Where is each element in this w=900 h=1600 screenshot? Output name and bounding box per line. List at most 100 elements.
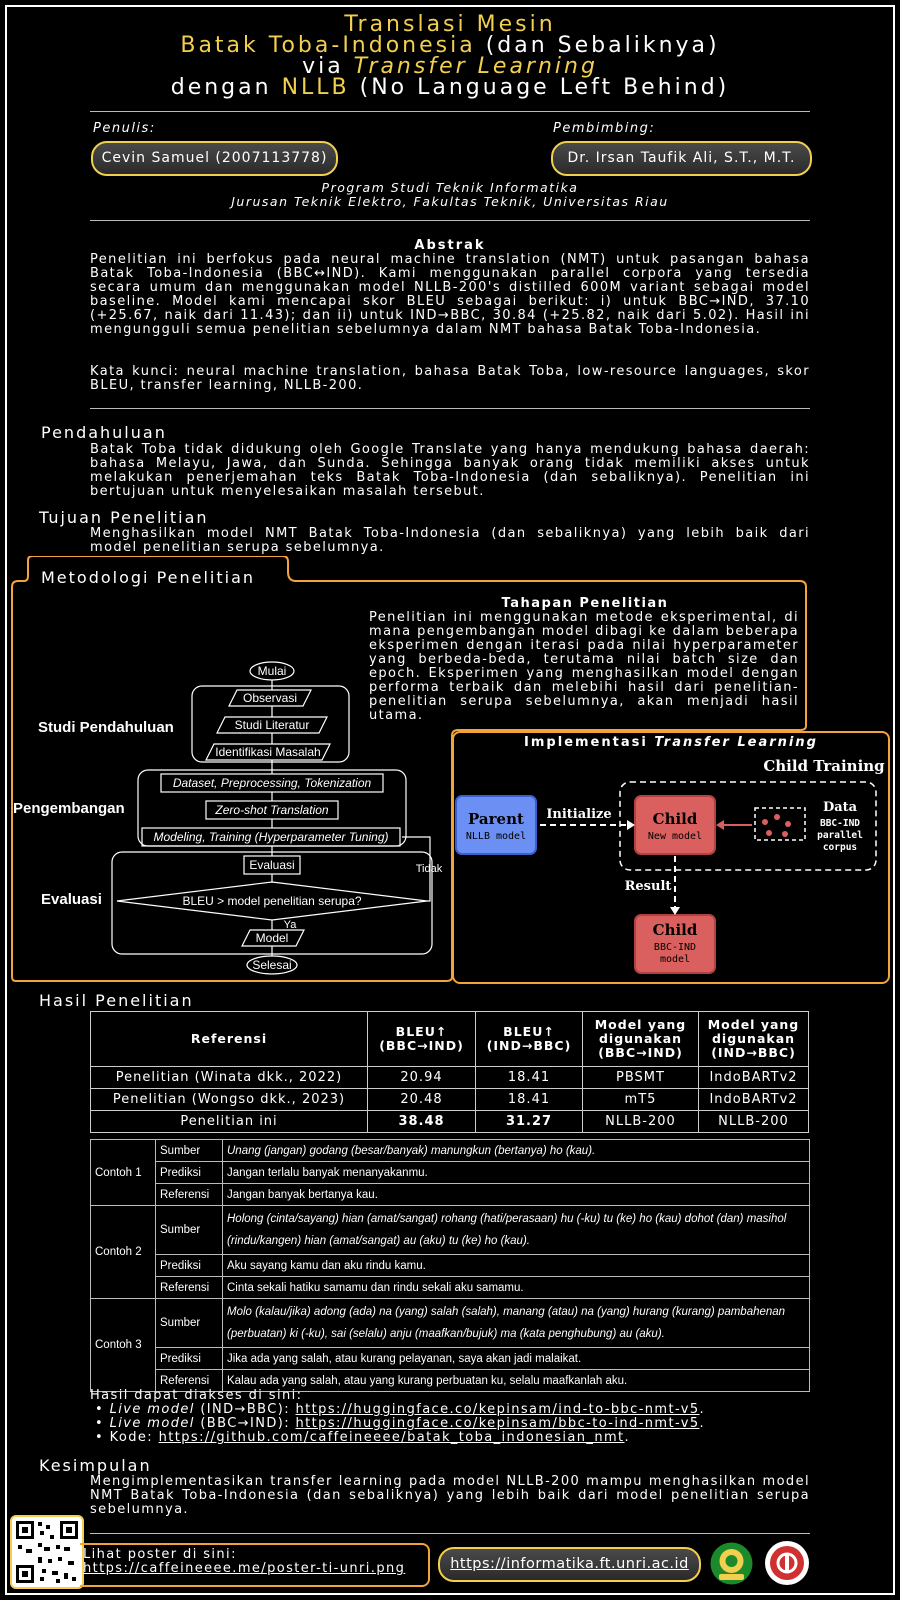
tl-heading: Implementasi Transfer Learning (452, 735, 890, 750)
example-sumber: Molo (kalau/jika) adong (ada) na (yang) … (222, 1298, 810, 1348)
table-row: Contoh 2 Sumber Holong (cinta/sayang) hi… (90, 1205, 810, 1299)
divider (90, 408, 810, 409)
header-text: (BBC→IND) (598, 1045, 683, 1060)
tl-data: Data (823, 800, 858, 815)
table-row: Penelitian ini 38.48 31.27 NLLB-200 NLLB… (90, 1110, 809, 1133)
title-line2a: Batak Toba-Indonesia (180, 33, 476, 58)
observasi-node (228, 689, 312, 707)
huggingface-ind-bbc-link[interactable]: https://huggingface.co/kepinsam/ind-to-b… (295, 1402, 700, 1417)
transfer-learning-diagram: Child Training Parent NLLB model Initial… (455, 757, 885, 974)
tl-heading-a: Implementasi (524, 735, 655, 750)
flow-dataset: Dataset, Preprocessing, Tokenization (173, 776, 372, 790)
site-link[interactable]: https://informatika.ft.unri.ac.id (450, 1556, 689, 1572)
divider (90, 111, 810, 112)
row-label: Referensi (155, 1183, 223, 1206)
abstract-heading: Abstrak (414, 238, 486, 253)
example-label: Contoh 1 (90, 1139, 156, 1206)
supervisor-pill: Dr. Irsan Taufik Ali, S.T., M.T. (551, 141, 812, 176)
example-label: Contoh 2 (90, 1205, 156, 1299)
parent-node (455, 795, 537, 855)
table-row: Prediksi Jangan terlalu banyak menanyaka… (91, 1161, 810, 1184)
table-row: Contoh 3 Sumber Molo (kalau/jika) adong … (90, 1298, 810, 1392)
row-label: Prediksi (155, 1161, 223, 1184)
example-sumber: Unang (jangan) godang (besar/banyak) man… (222, 1139, 810, 1162)
poster-url[interactable]: https://caffeineeee.me/poster-ti-unri.pn… (83, 1561, 406, 1576)
header-text: Model yang digunakan (594, 1017, 687, 1046)
poster-link-box (80, 1543, 430, 1587)
flow-group-evaluasi: Evaluasi (41, 891, 102, 908)
section-heading-tujuan: Tujuan Penelitian (39, 508, 209, 527)
title-line2b: (dan Sebaliknya) (475, 33, 720, 58)
section-heading-kesimpulan: Kesimpulan (39, 1456, 152, 1475)
table-cell: 18.41 (475, 1066, 583, 1089)
link-label-italic: Live model (109, 1416, 195, 1431)
table-cell: 31.27 (475, 1110, 583, 1133)
flow-modeling: Modeling, Training (Hyperparameter Tunin… (154, 830, 389, 844)
example-sumber: Holong (cinta/sayang) hian (amat/sangat)… (222, 1205, 810, 1255)
tl-parent: Parent (468, 810, 524, 828)
header-text: BLEU↑ (503, 1024, 555, 1039)
table-row: Penelitian (Winata dkk., 2022) 20.94 18.… (90, 1066, 809, 1089)
header-model-bbc-ind: Model yang digunakan(BBC→IND) (582, 1011, 699, 1067)
affiliation-line2: Jurusan Teknik Elektro, Fakultas Teknik,… (231, 194, 669, 209)
table-cell: 20.94 (367, 1066, 476, 1089)
section-heading-metodologi: Metodologi Penelitian (41, 568, 256, 587)
link-item: • Live model (IND→BBC): https://huggingf… (95, 1402, 706, 1417)
flow-identifikasi: Identifikasi Masalah (215, 745, 320, 759)
header-text: Model yang digunakan (707, 1017, 800, 1046)
huggingface-bbc-ind-link[interactable]: https://huggingface.co/kepinsam/bbc-to-i… (295, 1416, 700, 1431)
flowchart: Mulai Observasi Studi Literatur Identifi… (13, 661, 443, 975)
row-label: Sumber (155, 1205, 223, 1255)
affiliation-line1: Program Studi Teknik Informatika (321, 180, 579, 195)
flow-selesai: Selesai (252, 958, 291, 972)
header-referensi: Referensi (90, 1011, 368, 1067)
divider (90, 1533, 810, 1534)
header-bleu-bbc-ind: BLEU↑(BBC→IND) (367, 1011, 476, 1067)
link-end: . (624, 1430, 631, 1445)
example-prediksi: Aku sayang kamu dan aku rindu kamu. (222, 1254, 810, 1277)
tl-child-sub: New model (648, 831, 702, 842)
poster-frame (5, 5, 895, 1595)
poster-title: Translasi Mesin Batak Toba-Indonesia (da… (0, 14, 900, 99)
literatur-node (216, 716, 328, 734)
table-cell: 18.41 (475, 1088, 583, 1111)
poster-line1: Lihat poster di sini: (83, 1547, 237, 1562)
example-referensi: Jangan banyak bertanya kau. (222, 1183, 810, 1206)
table-row: Referensi Cinta sekali hatiku samamu dan… (91, 1276, 810, 1299)
table-row: Prediksi Jika ada yang salah, atau kuran… (91, 1347, 810, 1370)
flow-mulai: Mulai (258, 664, 287, 678)
site-pill: https://informatika.ft.unri.ac.id (438, 1547, 701, 1582)
table-row: Referensi Kalau ada yang salah, atau yan… (91, 1369, 810, 1392)
arrow-head (716, 820, 724, 830)
poster-link: Lihat poster di sini: https://caffeineee… (83, 1548, 405, 1576)
tl-result: Result (625, 879, 672, 894)
link-label: (BBC→IND): (194, 1416, 296, 1431)
row-label: Sumber (155, 1139, 223, 1162)
flow-group-studi: Studi Pendahuluan (38, 719, 174, 736)
model-node (241, 929, 305, 947)
examples-table: Contoh 1 Sumber Unang (jangan) godang (b… (90, 1139, 810, 1392)
links-list: • Live model (IND→BBC): https://huggingf… (95, 1403, 815, 1445)
table-header-row: Referensi BLEU↑(BBC→IND) BLEU↑(IND→BBC) … (90, 1011, 809, 1067)
tl-child2-sub1: BBC-IND (654, 942, 696, 953)
flow-model: Model (256, 931, 289, 945)
tl-data-sub1: BBC-IND (820, 818, 860, 829)
link-item: • Kode: https://github.com/caffeineeee/b… (95, 1430, 631, 1445)
example-prediksi: Jangan terlalu banyak menanyakanmu. (222, 1161, 810, 1184)
tl-heading-b: Transfer Learning (654, 735, 818, 750)
group-box (191, 685, 350, 763)
header-text: (IND→BBC) (486, 1038, 572, 1053)
link-end: . (699, 1402, 706, 1417)
header-text: (IND→BBC) (711, 1045, 796, 1060)
example-referensi: Kalau ada yang salah, atau yang kurang p… (222, 1369, 810, 1392)
abstract-text: Penelitian ini berfokus pada neural mach… (90, 252, 810, 337)
tl-parent-sub: NLLB model (466, 831, 526, 842)
kesimpulan-text: Mengimplementasikan transfer learning pa… (90, 1474, 810, 1517)
table-row: Prediksi Aku sayang kamu dan aku rindu k… (91, 1254, 810, 1277)
link-item: • Live model (BBC→IND): https://huggingf… (95, 1416, 706, 1431)
identifikasi-node (205, 743, 331, 761)
github-link[interactable]: https://github.com/caffeineeee/batak_tob… (158, 1430, 625, 1445)
row-label: Sumber (155, 1298, 223, 1348)
tujuan-text: Menghasilkan model NMT Batak Toba-Indone… (90, 526, 810, 555)
row-label: Prediksi (155, 1254, 223, 1277)
